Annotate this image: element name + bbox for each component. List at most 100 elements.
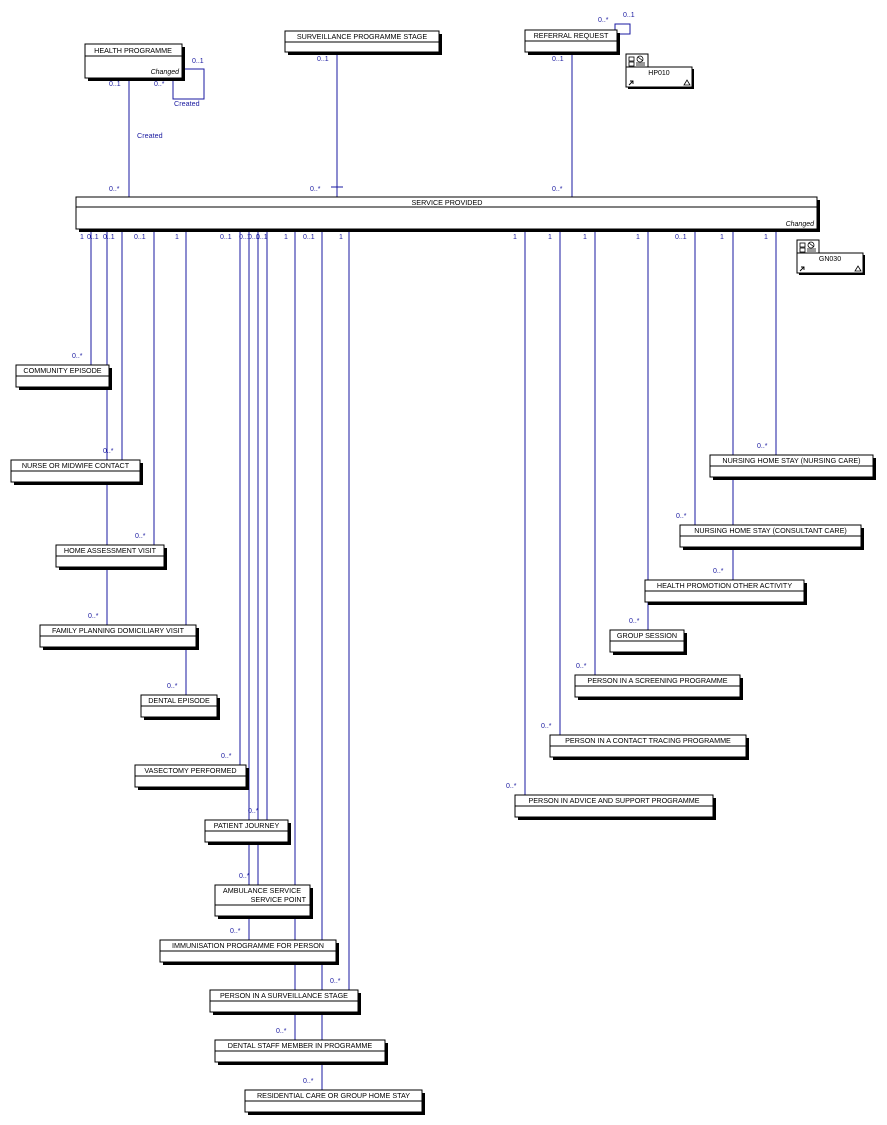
mult-surveillance-top: 0..1 bbox=[317, 56, 329, 63]
mult-ambulance-top: 0..1 bbox=[248, 234, 260, 241]
entity-name: DENTAL STAFF MEMBER IN PROGRAMME bbox=[228, 1041, 373, 1050]
entity-name: HOME ASSESSMENT VISIT bbox=[64, 546, 157, 555]
entity-surveillance-programme-stage[interactable]: SURVEILLANCE PROGRAMME STAGE bbox=[284, 30, 442, 55]
entity-residential-care-or-group-home-stay[interactable]: RESIDENTIAL CARE OR GROUP HOME STAY bbox=[244, 1089, 425, 1115]
entity-name: GROUP SESSION bbox=[617, 631, 677, 640]
mult-health-promotion-top: 0..1 bbox=[675, 234, 687, 241]
mult-health-promotion-bottom: 0..* bbox=[713, 568, 724, 575]
mult-consultant-care-top: 1 bbox=[720, 234, 724, 241]
entity-vasectomy-performed[interactable]: VASECTOMY PERFORMED bbox=[134, 764, 249, 790]
mult-community-episode-top: 1 bbox=[80, 234, 84, 241]
entity-immunisation-programme-for-person[interactable]: IMMUNISATION PROGRAMME FOR PERSON bbox=[159, 939, 339, 965]
entity-stereotype: Changed bbox=[151, 69, 181, 76]
entity-box bbox=[84, 43, 183, 79]
entity-name: REFERRAL REQUEST bbox=[534, 31, 609, 40]
self-loop-referral-request bbox=[614, 23, 631, 35]
entity-box bbox=[214, 884, 311, 917]
ref-name: GN030 bbox=[819, 256, 841, 263]
entity-person-in-advice-and-support-programme[interactable]: PERSON IN ADVICE AND SUPPORT PROGRAMME bbox=[514, 794, 716, 820]
mult-referral-self-a: 0..1 bbox=[623, 12, 635, 19]
reference-hp010[interactable]: HP010 bbox=[625, 53, 694, 89]
relationship-lines bbox=[90, 23, 777, 1090]
entity-name: PERSON IN ADVICE AND SUPPORT PROGRAMME bbox=[528, 796, 699, 805]
entity-name: RESIDENTIAL CARE OR GROUP HOME STAY bbox=[257, 1091, 410, 1100]
entity-name: NURSING HOME STAY (NURSING CARE) bbox=[722, 456, 860, 465]
entity-name: SERVICE PROVIDED bbox=[412, 198, 483, 207]
mult-residential-top: 0..1 bbox=[303, 234, 315, 241]
entity-name: PERSON IN A SURVEILLANCE STAGE bbox=[220, 991, 348, 1000]
model-reference-icon bbox=[799, 241, 816, 253]
mult-surveillance-bottom: 0..* bbox=[310, 186, 321, 193]
mult-home-assessment-bottom: 0..* bbox=[135, 533, 146, 540]
mult-contact-tracing-bottom: 0..* bbox=[541, 723, 552, 730]
mult-patient-journey-top: 0..1 bbox=[256, 234, 268, 241]
entity-service-provided[interactable]: SERVICE PROVIDED Changed bbox=[75, 196, 820, 232]
entity-name: COMMUNITY EPISODE bbox=[23, 366, 101, 375]
mult-family-planning-bottom: 0..* bbox=[88, 613, 99, 620]
mult-nursing-care-top: 1 bbox=[764, 234, 768, 241]
role-health-programme-self: Created bbox=[174, 99, 200, 108]
mult-contact-tracing-top: 1 bbox=[548, 234, 552, 241]
triangle-icon bbox=[683, 79, 691, 86]
mult-ambulance-bottom: 0..* bbox=[239, 873, 250, 880]
self-loop-health-programme bbox=[172, 68, 205, 100]
mult-screening-bottom: 0..* bbox=[576, 663, 587, 670]
entity-home-assessment-visit[interactable]: HOME ASSESSMENT VISIT bbox=[55, 544, 167, 570]
triangle-icon bbox=[854, 265, 862, 272]
mult-nurse-midwife-top: 0..1 bbox=[103, 234, 115, 241]
shortcut-arrow-icon bbox=[799, 266, 805, 272]
entity-name: SURVEILLANCE PROGRAMME STAGE bbox=[297, 32, 428, 41]
entity-health-programme[interactable]: HEALTH PROGRAMME Changed bbox=[84, 43, 185, 81]
entity-nursing-home-stay-consultant-care[interactable]: NURSING HOME STAY (CONSULTANT CARE) bbox=[679, 524, 864, 550]
mult-residential-bottom: 0..* bbox=[303, 1078, 314, 1085]
entity-patient-journey[interactable]: PATIENT JOURNEY bbox=[204, 819, 291, 845]
entity-name: VASECTOMY PERFORMED bbox=[144, 766, 236, 775]
entity-community-episode[interactable]: COMMUNITY EPISODE bbox=[15, 364, 112, 390]
entity-dental-staff-member-in-programme[interactable]: DENTAL STAFF MEMBER IN PROGRAMME bbox=[214, 1039, 388, 1065]
mult-vasectomy-bottom: 0..* bbox=[221, 753, 232, 760]
mult-advice-support-top: 1 bbox=[513, 234, 517, 241]
entity-person-in-a-screening-programme[interactable]: PERSON IN A SCREENING PROGRAMME bbox=[574, 674, 743, 700]
mult-community-episode-bottom: 0..* bbox=[72, 353, 83, 360]
entity-name: HEALTH PROGRAMME bbox=[94, 46, 172, 55]
mult-immunisation-bottom: 0..* bbox=[230, 928, 241, 935]
entity-name-line1: AMBULANCE SERVICE bbox=[223, 886, 301, 895]
mult-nurse-midwife-bottom: 0..* bbox=[103, 448, 114, 455]
entity-family-planning-domiciliary-visit[interactable]: FAMILY PLANNING DOMICILIARY VISIT bbox=[39, 624, 199, 650]
mult-group-session-bottom: 0..* bbox=[629, 618, 640, 625]
entity-name: HEALTH PROMOTION OTHER ACTIVITY bbox=[657, 581, 792, 590]
entity-dental-episode[interactable]: DENTAL EPISODE bbox=[140, 694, 220, 720]
entity-group-session[interactable]: GROUP SESSION bbox=[609, 629, 687, 655]
ref-box bbox=[796, 252, 864, 274]
mult-dental-episode-bottom: 0..* bbox=[167, 683, 178, 690]
mult-health-programme-bottom: 0..* bbox=[109, 186, 120, 193]
shortcut-arrow-icon bbox=[628, 80, 634, 86]
mult-surveillance-stage-top: 1 bbox=[339, 234, 343, 241]
mult-immunisation-top: 0..1 bbox=[239, 234, 251, 241]
mult-health-programme-top: 0..1 bbox=[109, 81, 121, 88]
mult-referral-bottom: 0..* bbox=[552, 186, 563, 193]
mult-referral-self-b: 0..* bbox=[598, 17, 609, 24]
mult-health-programme-self-a: 0..1 bbox=[192, 58, 204, 65]
entity-person-in-a-surveillance-stage[interactable]: PERSON IN A SURVEILLANCE STAGE bbox=[209, 989, 361, 1015]
entity-nursing-home-stay-nursing-care[interactable]: NURSING HOME STAY (NURSING CARE) bbox=[709, 454, 876, 480]
entity-health-promotion-other-activity[interactable]: HEALTH PROMOTION OTHER ACTIVITY bbox=[644, 579, 807, 605]
mult-health-programme-self-b: 0..* bbox=[154, 81, 165, 88]
mult-screening-top: 1 bbox=[583, 234, 587, 241]
entity-nurse-or-midwife-contact[interactable]: NURSE OR MIDWIFE CONTACT bbox=[10, 459, 143, 485]
entity-name: NURSE OR MIDWIFE CONTACT bbox=[22, 461, 130, 470]
entity-name: NURSING HOME STAY (CONSULTANT CARE) bbox=[694, 526, 847, 535]
mult-group-session-top: 1 bbox=[636, 234, 640, 241]
model-reference-icon bbox=[628, 55, 645, 67]
entity-name: PERSON IN A CONTACT TRACING PROGRAMME bbox=[565, 736, 731, 745]
ref-box bbox=[625, 66, 693, 88]
entity-stereotype: Changed bbox=[786, 221, 816, 228]
entity-name: PERSON IN A SCREENING PROGRAMME bbox=[587, 676, 727, 685]
reference-gn030[interactable]: GN030 bbox=[796, 239, 865, 275]
entity-person-in-a-contact-tracing-programme[interactable]: PERSON IN A CONTACT TRACING PROGRAMME bbox=[549, 734, 749, 760]
entity-referral-request[interactable]: REFERRAL REQUEST bbox=[524, 29, 620, 55]
entity-name: FAMILY PLANNING DOMICILIARY VISIT bbox=[52, 626, 185, 635]
entity-name: IMMUNISATION PROGRAMME FOR PERSON bbox=[172, 941, 324, 950]
